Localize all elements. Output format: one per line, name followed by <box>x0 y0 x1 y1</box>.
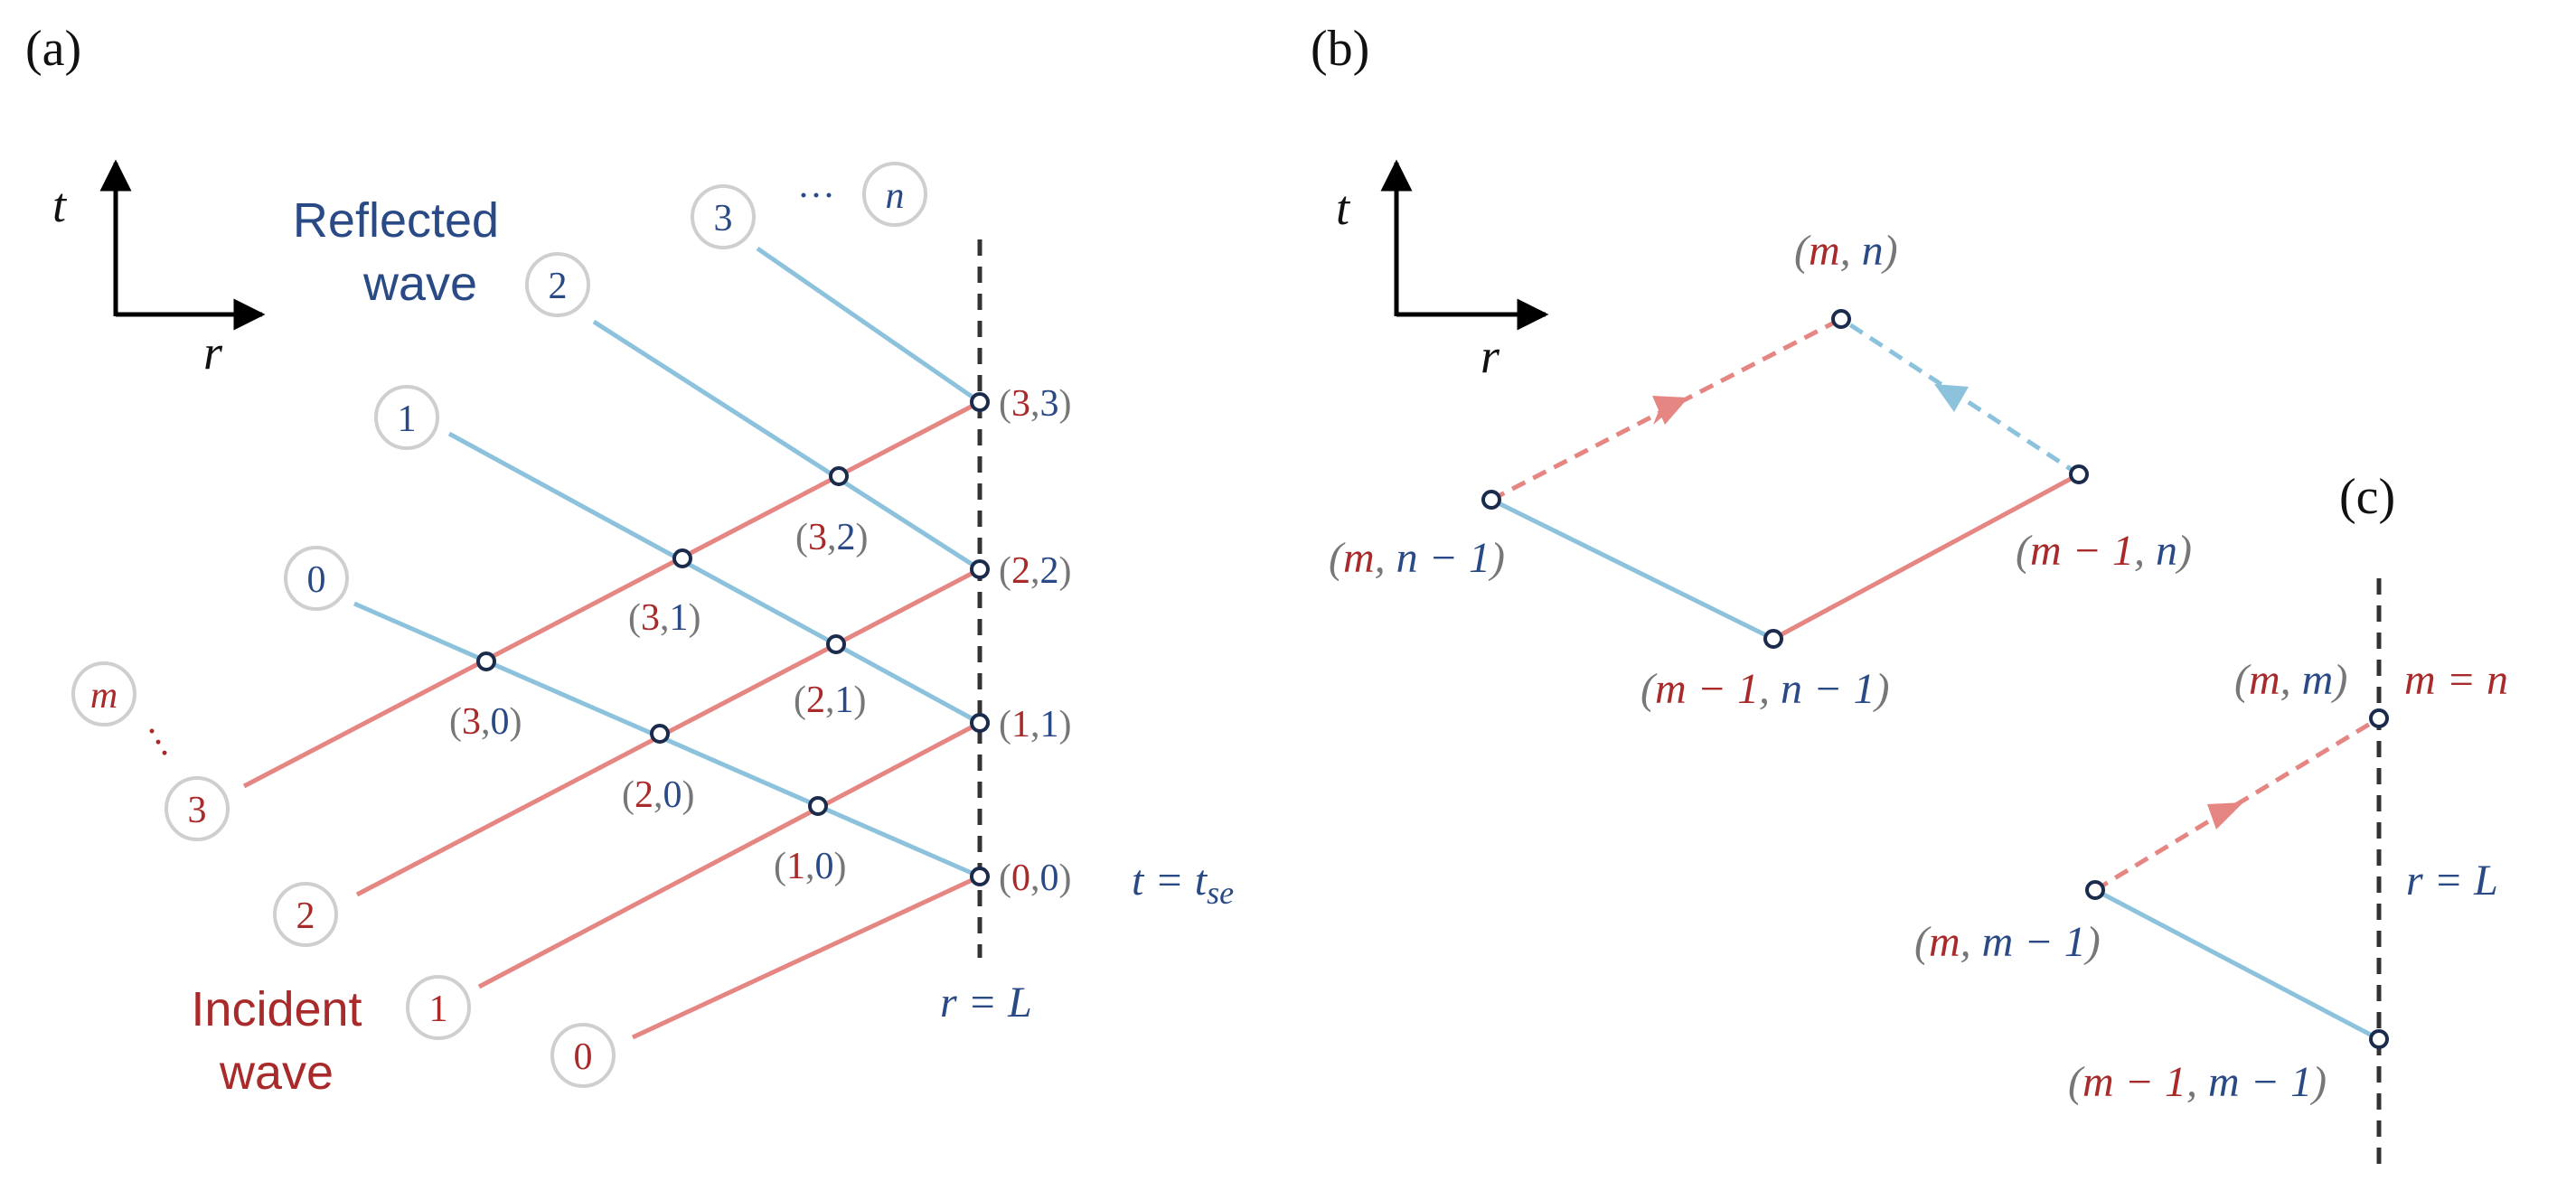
reflected-bubble-1: 1 <box>398 398 417 440</box>
panel-b-label: (b) <box>1311 21 1369 77</box>
node-c-middle <box>2085 880 2105 900</box>
incident-bubble-2: 2 <box>296 895 315 937</box>
incident-direction-arrow-b-head <box>1652 396 1688 425</box>
node-b-bottom-label: (m − 1, n − 1) <box>1641 665 1889 713</box>
condition-label: m = n <box>2404 656 2508 704</box>
boundary-label-a: r = L <box>940 979 1032 1026</box>
node-label-3-2: (3,2) <box>795 517 869 558</box>
reflected-bubble-3: 3 <box>714 198 733 239</box>
node-label-1-0: (1,0) <box>774 846 847 887</box>
reflected-bubble-n: n <box>886 175 905 217</box>
node-label-3-3: (3,3) <box>999 383 1072 425</box>
incident-direction-arrow-c <box>2207 802 2243 830</box>
reflected-direction-arrow-b <box>1934 384 1969 412</box>
boundary-label-c: r = L <box>2406 857 2498 904</box>
panel-a: t r <box>52 159 1234 1100</box>
node-c-bottom-label: (m − 1, m − 1) <box>2068 1058 2327 1106</box>
reflected-bubble-0: 0 <box>307 559 326 601</box>
incident-ellipsis: ··· <box>130 716 185 769</box>
node-3-0 <box>476 651 496 671</box>
panel-c: (m, m) m = n (m, m − 1) (m − 1, m − 1) r… <box>1914 578 2508 1175</box>
node-c-top-label: (m, m) <box>2234 656 2347 704</box>
node-3-1 <box>672 548 692 568</box>
axis-r-label-b: r <box>1481 329 1500 383</box>
node-label-2-1: (2,1) <box>794 680 867 721</box>
axis-t-label-a: t <box>52 178 68 232</box>
node-label-0-0: (0,0) <box>999 858 1072 899</box>
node-2-1 <box>826 634 846 654</box>
incident-bubble-0: 0 <box>574 1036 593 1078</box>
node-label-3-1: (3,1) <box>628 597 701 639</box>
panel-b: t r (m, n) (m, n − 1) (m − 1, n) (m − 1,… <box>1329 159 2192 713</box>
node-label-3-0: (3,0) <box>449 701 522 743</box>
node-2-2 <box>970 559 990 579</box>
node-b-left-label: (m, n − 1) <box>1329 534 1505 582</box>
reflected-bubbles: 0 1 2 3 ··· n <box>284 162 927 611</box>
node-labels-a: (0,0) (1,1) (2,2) (3,3) (1,0) (2,0) (3,0… <box>449 383 1072 899</box>
node-2-0 <box>650 724 670 744</box>
panel-a-label: (a) <box>25 21 81 77</box>
node-c-top <box>2369 708 2389 728</box>
node-c-bottom <box>2369 1029 2389 1049</box>
node-b-top <box>1831 309 1851 329</box>
reflected-bubble-2: 2 <box>549 266 568 307</box>
panel-c-label: (c) <box>2339 469 2395 525</box>
axes-a: t r <box>52 159 266 380</box>
node-label-1-1: (1,1) <box>999 704 1072 745</box>
axis-r-label-a: r <box>203 325 223 380</box>
node-label-2-2: (2,2) <box>999 550 1072 592</box>
reflected-ellipsis: ··· <box>797 175 835 217</box>
node-1-1 <box>970 713 990 733</box>
node-3-3 <box>970 392 990 412</box>
node-label-2-0: (2,0) <box>622 774 695 816</box>
incident-bubble-3: 3 <box>188 790 207 831</box>
node-b-right <box>2069 464 2089 484</box>
node-3-2 <box>829 466 849 486</box>
node-c-middle-label: (m, m − 1) <box>1914 918 2101 966</box>
incident-bubbles: 0 1 2 3 ··· m <box>71 661 616 1088</box>
reflected-lines <box>353 246 982 879</box>
node-b-top-label: (m, n) <box>1794 227 1898 275</box>
node-b-bottom <box>1763 629 1783 649</box>
nodes-a <box>476 392 990 886</box>
node-b-left <box>1481 490 1501 510</box>
time-label: t = tse <box>1132 857 1234 911</box>
node-1-0 <box>808 796 828 816</box>
incident-bubble-m: m <box>90 675 118 717</box>
node-b-right-label: (m − 1, n) <box>2016 527 2192 575</box>
axes-b: t r <box>1336 159 1549 383</box>
axis-t-label-b: t <box>1336 181 1351 235</box>
node-0-0 <box>970 867 990 886</box>
incident-bubble-1: 1 <box>429 989 448 1030</box>
